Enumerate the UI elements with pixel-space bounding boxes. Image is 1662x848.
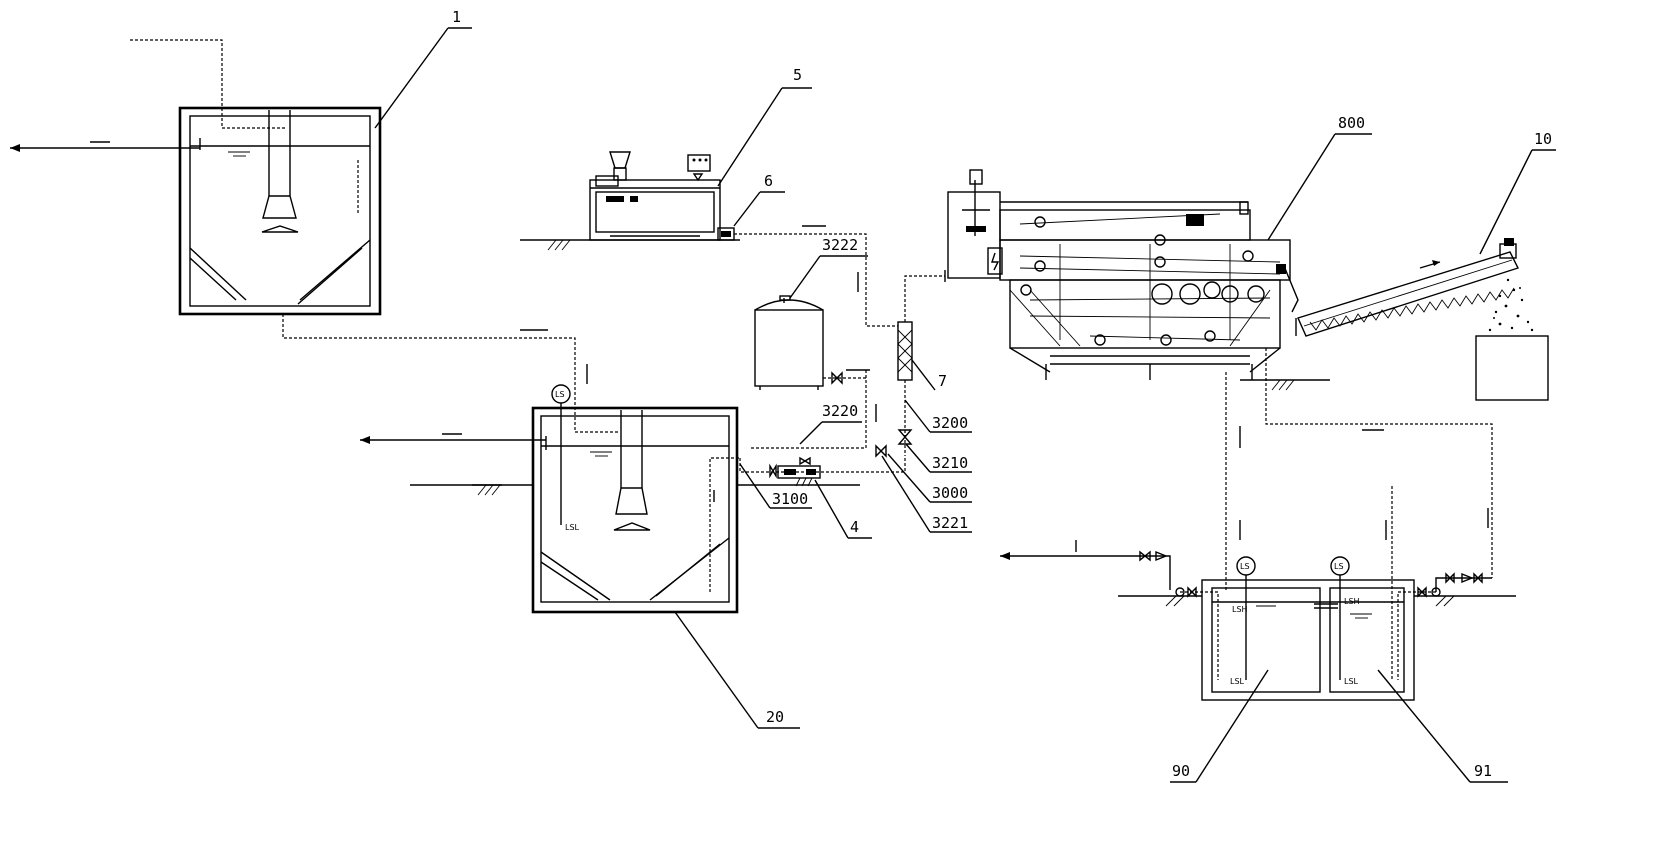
- tanks-90-91: LS LSH LSL LS LSH LSL: [1000, 486, 1516, 701]
- valve-tank3222-outlet: [831, 371, 843, 385]
- screw-conveyor-10: [1295, 238, 1519, 337]
- lsl-tank90: LSL: [1230, 677, 1245, 686]
- tank-1: [10, 39, 382, 316]
- label-10-text: 10: [1534, 130, 1552, 148]
- valve-3221: [875, 444, 887, 458]
- lsl-tank91: LSL: [1344, 677, 1359, 686]
- label-3200-text: 3200: [932, 414, 968, 432]
- check-valve-outlet: [1155, 550, 1168, 562]
- label-6: 6: [733, 172, 785, 227]
- lsh-tank91: LSH: [1344, 597, 1360, 606]
- label-4-text: 4: [850, 518, 859, 536]
- pipe-pump6-to-mixer7: [734, 233, 898, 327]
- label-90: 90: [1170, 669, 1269, 783]
- mixer-7: [897, 321, 913, 381]
- valve-pump4-outlet: [799, 456, 811, 466]
- label-91: 91: [1377, 669, 1508, 783]
- label-3210-text: 3210: [932, 454, 968, 472]
- label-3000: 3000: [887, 453, 972, 503]
- label-3000-text: 3000: [932, 484, 968, 502]
- label-3222: 3222: [789, 236, 868, 299]
- valve-tank91-inlet: [1417, 586, 1427, 598]
- valve-tank90-inlet: [1187, 586, 1197, 598]
- ls-sensor-tank90: LS: [1240, 562, 1250, 571]
- tank-20: LS LSL: [360, 384, 860, 614]
- label-3100-text: 3100: [772, 490, 808, 508]
- label-3200: 3200: [904, 399, 972, 433]
- sludge-bin: [1475, 278, 1549, 401]
- label-3222-text: 3222: [822, 236, 858, 254]
- ls-sensor-tank91: LS: [1334, 562, 1344, 571]
- tank-3222: [754, 295, 824, 390]
- valve-pump4-inlet: [769, 463, 777, 479]
- pipe-mixer7-to-press: [904, 275, 945, 322]
- label-91-text: 91: [1474, 762, 1492, 780]
- label-1-text: 1: [452, 8, 461, 26]
- label-20-text: 20: [766, 708, 784, 726]
- valve-outlet-a: [1139, 550, 1151, 562]
- check-valve-return: [1461, 572, 1474, 584]
- label-3210: 3210: [905, 443, 972, 473]
- label-20: 20: [674, 611, 800, 729]
- belt-press-800: [947, 169, 1330, 391]
- label-7-text: 7: [938, 372, 947, 390]
- label-3221: 3221: [881, 455, 972, 533]
- pipe-washwater: [1265, 348, 1493, 578]
- valve-return-b: [1473, 572, 1483, 584]
- dosing-unit-5: [520, 151, 740, 251]
- label-6-text: 6: [764, 172, 773, 190]
- label-3220-text: 3220: [822, 402, 858, 420]
- label-800: 800: [1267, 114, 1372, 241]
- lsl-tank20: LSL: [565, 523, 580, 532]
- ls-sensor-tank20: LS: [555, 390, 565, 399]
- label-5: 5: [717, 66, 812, 187]
- pump-4: [777, 465, 821, 487]
- label-5-text: 5: [793, 66, 802, 84]
- label-800-text: 800: [1338, 114, 1365, 132]
- label-3220: 3220: [799, 402, 862, 445]
- valve-3210: [897, 429, 913, 445]
- label-7: 7: [911, 359, 947, 391]
- label-1: 1: [374, 8, 472, 129]
- valve-return-a: [1445, 572, 1455, 584]
- label-3221-text: 3221: [932, 514, 968, 532]
- label-3100: 3100: [739, 463, 812, 509]
- label-4: 4: [814, 479, 872, 539]
- pipe-tank1-to-tank20: [282, 314, 620, 433]
- label-90-text: 90: [1172, 762, 1190, 780]
- label-10: 10: [1479, 130, 1556, 255]
- ground-hatch-tank20: [472, 484, 502, 496]
- lsh-tank90: LSH: [1232, 605, 1248, 614]
